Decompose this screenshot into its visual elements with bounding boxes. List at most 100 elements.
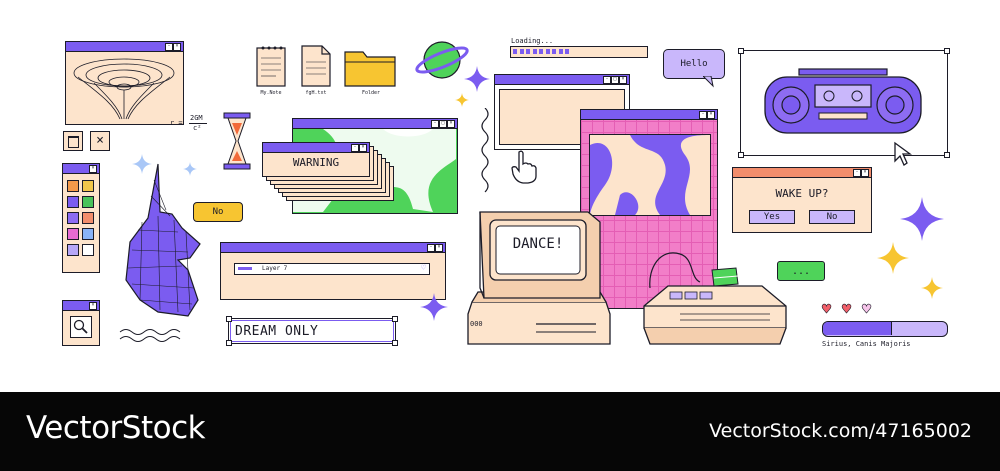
color-swatch[interactable] — [67, 180, 79, 192]
minimize-icon[interactable]: - — [427, 244, 435, 252]
maximize-icon[interactable]: □ — [439, 120, 447, 128]
color-swatch[interactable] — [82, 212, 94, 224]
minimize-icon[interactable]: - — [165, 43, 173, 51]
watermark-footer: VectorStock VectorStock.com/47165002 — [0, 392, 1000, 471]
sparkle-icon — [132, 154, 152, 174]
minimize-icon[interactable]: - — [351, 144, 359, 152]
sparkle-icon — [464, 66, 490, 92]
wake-dialog-titlebar[interactable]: - × — [733, 168, 871, 178]
minimize-icon[interactable]: - — [603, 76, 611, 84]
close-icon[interactable]: × — [173, 43, 181, 51]
file-label: My.Note — [260, 90, 282, 96]
dream-text-field[interactable]: DREAM ONLY — [226, 316, 398, 346]
hello-bubble-text: Hello — [680, 59, 708, 69]
minimize-icon[interactable]: - — [853, 169, 861, 177]
brand-logo-text: VectorStock — [26, 410, 206, 446]
pink-window-titlebar[interactable]: - × — [581, 110, 717, 120]
typing-bubble-text: ... — [791, 265, 811, 277]
squiggle-line — [481, 108, 489, 193]
sparkle-icon — [921, 277, 943, 299]
loading-bar — [510, 46, 648, 58]
corner-handle — [226, 316, 232, 322]
maximize-icon — [68, 136, 79, 148]
close-icon[interactable]: × — [89, 165, 97, 173]
close-icon[interactable]: × — [89, 302, 97, 310]
close-icon[interactable]: × — [447, 120, 455, 128]
dream-text-value: DREAM ONLY — [235, 324, 319, 339]
planet-icon — [415, 41, 469, 79]
layer-window-titlebar[interactable]: - × — [221, 243, 445, 253]
hourglass-icon — [223, 112, 251, 170]
loading-segment — [539, 49, 543, 54]
heart-filled-icon: ♥ — [842, 300, 852, 318]
close-icon[interactable]: × — [619, 76, 627, 84]
file-note[interactable]: My.Note — [254, 44, 288, 100]
maximize-icon[interactable]: □ — [611, 76, 619, 84]
keyboard-graphic — [643, 252, 787, 345]
yes-button[interactable]: Yes — [749, 210, 795, 224]
sparkle-icon — [183, 162, 197, 176]
pink-grid-window: - × — [580, 109, 718, 309]
close-icon[interactable]: × — [435, 244, 443, 252]
palette-window: × — [62, 163, 100, 273]
boombox-icon — [764, 68, 922, 134]
hello-speech-bubble: Hello — [663, 49, 725, 79]
layer-field-value: Layer 7 — [262, 265, 288, 272]
layer-field-bar — [238, 267, 252, 270]
file-label: fgH.txt — [305, 90, 327, 96]
formula-bar — [189, 123, 207, 124]
color-swatch[interactable] — [82, 244, 94, 256]
notepad-icon — [256, 46, 286, 87]
no-bubble-text: No — [212, 207, 224, 217]
heart-outline-icon: ♡ — [421, 263, 426, 272]
warning-titlebar[interactable]: - × — [263, 143, 369, 153]
close-icon[interactable]: × — [359, 144, 367, 152]
folder-icon — [344, 51, 396, 87]
color-swatch[interactable] — [82, 228, 94, 240]
warning-title: WARNING — [292, 156, 340, 169]
bubble-tail — [703, 76, 714, 88]
palette-titlebar[interactable]: × — [63, 164, 99, 174]
file-text[interactable]: fgH.txt — [298, 44, 334, 100]
color-swatch[interactable] — [67, 212, 79, 224]
arrow-cursor-icon — [894, 141, 912, 166]
color-swatch[interactable] — [67, 228, 79, 240]
magnifier-icon — [73, 319, 88, 334]
layer-window: - × Layer 7 ♡ — [220, 242, 446, 300]
layer-field[interactable]: Layer 7 ♡ — [234, 263, 430, 275]
image-id-url: VectorStock.com/47165002 — [709, 420, 972, 442]
corner-handle — [392, 316, 398, 322]
color-swatch[interactable] — [82, 196, 94, 208]
close-icon[interactable]: × — [707, 111, 715, 119]
search-button[interactable] — [70, 316, 92, 338]
wormhole-window-titlebar[interactable]: - × — [66, 42, 183, 52]
wake-up-dialog: - × WAKE UP? Yes No — [732, 167, 872, 233]
corner-handle — [738, 152, 744, 158]
color-swatch[interactable] — [67, 196, 79, 208]
search-window-titlebar[interactable]: × — [63, 301, 99, 311]
file-label: Folder — [361, 90, 381, 96]
empty-window-titlebar[interactable]: - □ × — [495, 75, 629, 85]
folder-item[interactable]: Folder — [343, 48, 399, 100]
status-caption: Sirius, Canis Majoris — [822, 340, 911, 348]
search-window: × — [62, 300, 100, 346]
formula-denominator: c² — [193, 124, 202, 132]
green-window-titlebar[interactable]: - □ × — [293, 119, 457, 129]
close-button[interactable]: × — [90, 131, 110, 151]
retro-computer-graphic — [467, 211, 611, 345]
corner-handle — [944, 48, 950, 54]
color-swatch[interactable] — [67, 244, 79, 256]
minimize-icon[interactable]: - — [431, 120, 439, 128]
color-swatch[interactable] — [82, 180, 94, 192]
corner-handle — [226, 340, 232, 346]
heart-filled-icon: ♥ — [822, 300, 832, 318]
no-button[interactable]: No — [809, 210, 855, 224]
close-icon[interactable]: × — [861, 169, 869, 177]
formula: r = 2GM c² — [170, 114, 218, 134]
maximize-button[interactable] — [63, 131, 83, 151]
heart-empty-icon: ♥ — [862, 300, 872, 318]
minimize-icon[interactable]: - — [699, 111, 707, 119]
sparkle-icon — [455, 93, 469, 107]
formula-lhs: r = — [170, 119, 183, 127]
corner-handle — [392, 340, 398, 346]
